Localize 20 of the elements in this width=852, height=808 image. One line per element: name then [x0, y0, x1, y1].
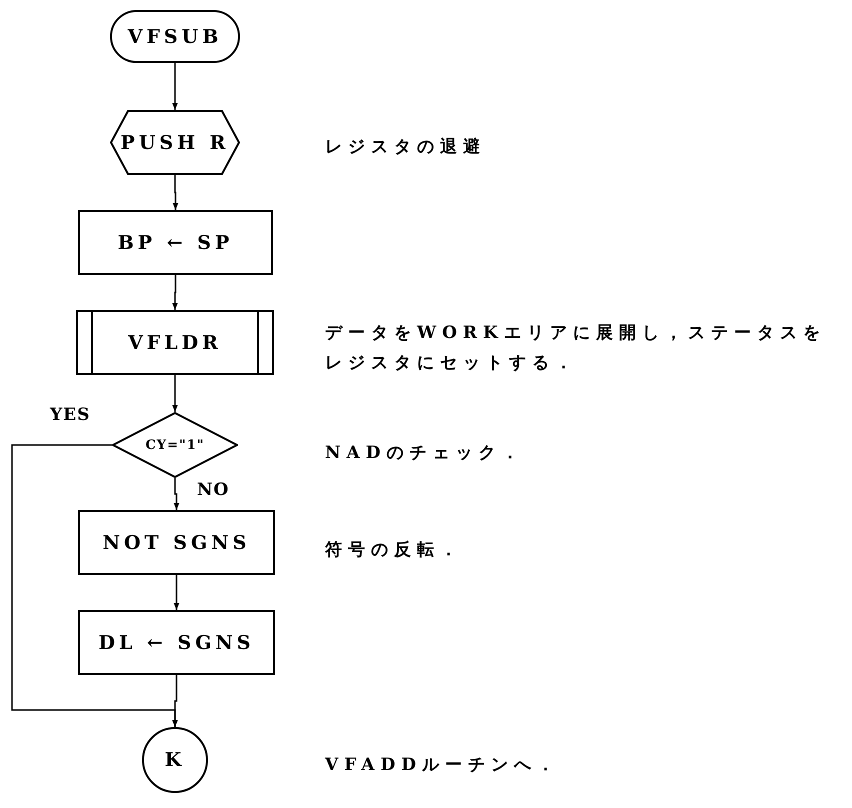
terminal-box: VFSUB — [110, 10, 240, 63]
connector-circle: K — [142, 727, 208, 793]
arrow — [11, 444, 178, 727]
process-box: NOT SGNS — [78, 510, 275, 575]
process-box: DL ← SGNS — [78, 610, 275, 675]
decision-diamond: CY="1" — [112, 412, 238, 478]
arrow — [172, 175, 178, 210]
arrow — [172, 375, 178, 412]
arrow — [174, 575, 180, 610]
annotation-text: データをWORKエリアに展開し，ステータスをレジスタにセットする． — [325, 322, 827, 375]
arrow — [172, 63, 178, 110]
annotation-text: NADのチェック． — [325, 442, 526, 465]
preparation-hexagon: PUSH R — [110, 110, 240, 175]
arrow — [174, 478, 180, 510]
annotation-text: レジスタの退避 — [325, 136, 487, 159]
subroutine-box: VFLDR — [76, 310, 274, 375]
arrow — [172, 275, 178, 310]
annotation-text: VFADDルーチンへ． — [325, 754, 561, 777]
annotation-text: 符号の反転． — [325, 539, 464, 562]
process-box: BP ← SP — [78, 210, 273, 275]
